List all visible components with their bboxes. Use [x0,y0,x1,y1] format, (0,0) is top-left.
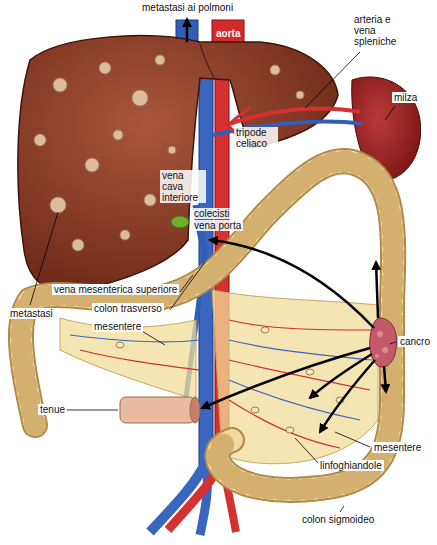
liver-metastasis [34,134,46,146]
mesentery [60,318,196,400]
leader-line [30,52,396,512]
leader-line [335,432,370,447]
mesentery [70,320,372,448]
lymph-node [116,342,124,348]
callout-label: arteria e vena spleniche [352,14,407,47]
small-intestine [190,397,200,423]
mesentery [80,350,199,370]
spread-arrow [210,240,374,328]
vessel-label: tripode celiaco [234,127,278,149]
spread-arrow [187,19,386,432]
spread-arrow [376,262,378,318]
small-intestine [120,397,195,423]
liver-metastasis [168,146,176,154]
tumour [375,354,379,358]
colon [21,161,393,490]
leader-line [390,342,396,344]
liver-metastasis [53,78,67,92]
liver-metastasis [120,230,130,240]
liver [18,36,338,291]
colon [21,161,393,490]
vessel-label: aorta [214,28,242,39]
spread-arrow [186,19,189,42]
liver-metastasis [72,239,84,251]
organ-label: tenue [38,404,67,415]
liver-metastasis [50,197,66,213]
tumour [382,347,388,353]
organ-label: mesentere [372,442,423,453]
leader-line [180,275,193,292]
tumour [377,331,383,337]
leader-line [295,438,320,465]
liver-metastasis [113,130,123,140]
liver-metastasis [296,91,304,99]
lymph-node [286,427,294,433]
mesentery [229,400,340,448]
leader-line [340,506,344,512]
liver-metastasis [132,90,148,106]
organ-label: colecisti [192,208,232,219]
organ-label: colon trasverso [92,303,164,314]
mesentery [229,340,372,360]
liver [200,44,214,78]
organ-label: linfoghiandole [318,460,384,471]
liver-metastasis [99,62,111,74]
vessel-label: vena porta [192,220,243,231]
gallbladder [171,216,189,228]
leader-line [305,52,360,108]
organ-label: milza [392,92,419,103]
vessel-label: vena cava interiore [160,170,206,203]
mesentery [70,335,199,342]
organ-label: colon sigmoideo [300,514,376,525]
liver-metastasis [85,158,99,172]
spread-arrow [202,348,370,408]
lymph-node [116,327,344,433]
gallbladder [171,216,189,228]
spread-arrow [384,366,386,392]
callout-label: cancro [398,336,432,347]
callout-label: metastasi [8,308,55,319]
mesentery [229,380,360,420]
organ-label: mesentere [92,321,143,332]
colon [21,161,393,490]
liver-metastasis [270,65,280,75]
lymph-node [261,327,269,333]
small-intestine [120,397,200,423]
colon [21,161,393,490]
lymph-node [251,407,259,413]
mesentery [229,320,372,330]
lymph-node [306,369,314,375]
callout-label: metastasi ai polmoni [140,2,235,13]
leader-line [140,330,165,345]
leader-line [66,410,118,411]
spread-arrow [320,360,375,432]
liver [18,36,338,291]
vessel-label: vena mesenterica superiore [52,284,179,295]
leader-line [385,106,395,120]
mesentery [229,360,370,390]
liver-metastasis [144,194,156,206]
splenic-vessels [229,108,250,124]
liver-metastasis [155,55,165,65]
